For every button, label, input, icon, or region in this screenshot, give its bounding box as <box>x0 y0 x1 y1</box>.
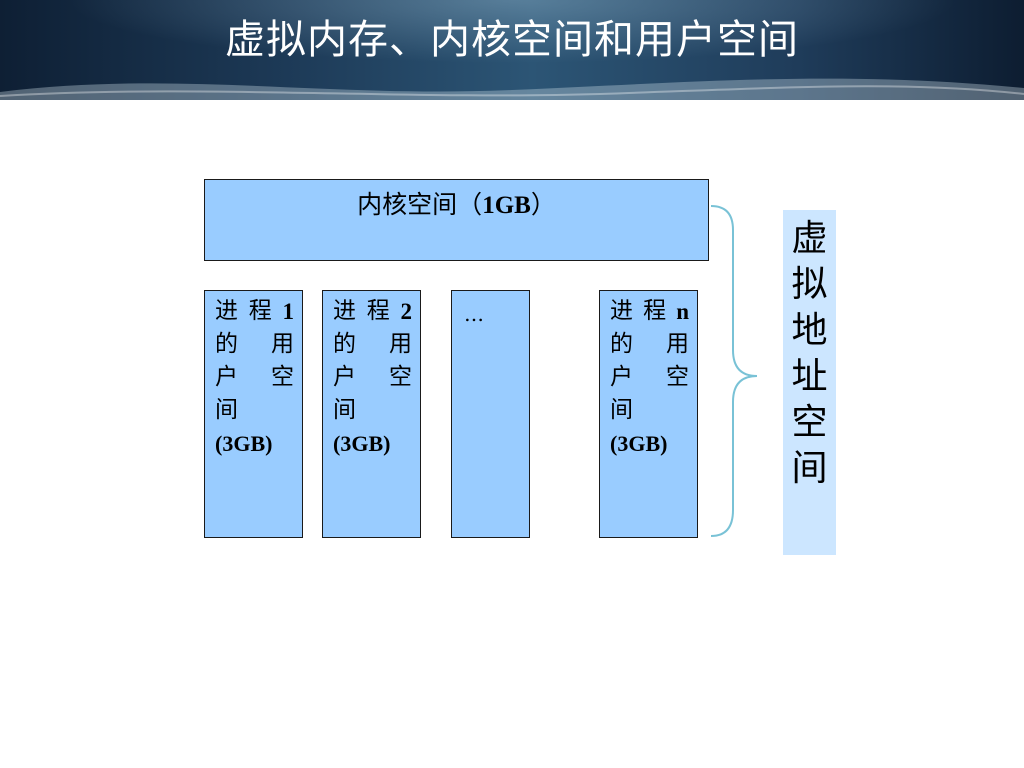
kernel-space-close: ） <box>530 190 556 219</box>
process-n-line-1: 进 程 n <box>610 295 689 328</box>
process-n-char: 进 <box>610 298 633 324</box>
title-banner: 虚拟内存、内核空间和用户空间 <box>0 0 1024 100</box>
ellipsis-label: … <box>464 302 484 326</box>
process-2-char: 程 <box>366 298 390 324</box>
process-2-line-1: 进 程 2 <box>333 295 412 328</box>
kernel-space-size: 1GB <box>482 192 531 219</box>
process-n-char: 户 <box>610 364 633 390</box>
process-n-char: 的 <box>610 331 633 357</box>
process-n-line-2: 的 用 <box>610 328 689 361</box>
process-1-line-2: 的 用 <box>215 328 294 361</box>
curly-brace-icon <box>710 205 758 537</box>
process-1-size: (3GB) <box>215 431 273 456</box>
vas-char: 地 <box>791 310 828 351</box>
process-1-char: 空 <box>271 364 294 390</box>
title-banner-glow <box>0 0 1024 100</box>
process-2-number: 2 <box>400 299 413 324</box>
process-2-user-space-box: 进 程 2 的 用 户 空 间 (3GB) <box>322 290 421 538</box>
process-n-line-4: 间 <box>610 394 689 427</box>
process-2-char: 用 <box>389 331 412 357</box>
process-n-char: 空 <box>666 364 689 390</box>
process-n-user-space-box: 进 程 n 的 用 户 空 间 (3GB) <box>599 290 698 538</box>
process-1-number: 1 <box>282 299 295 324</box>
process-n-size: (3GB) <box>610 431 668 456</box>
process-1-char: 的 <box>215 331 238 357</box>
more-processes-box: … <box>451 290 530 538</box>
process-2-char: 进 <box>333 298 356 324</box>
process-1-char: 程 <box>248 298 272 324</box>
process-n-char: 程 <box>643 298 667 324</box>
process-n-line-3: 户 空 <box>610 361 689 394</box>
process-1-user-space-box: 进 程 1 的 用 户 空 间 (3GB) <box>204 290 303 538</box>
process-2-char: 户 <box>333 364 356 390</box>
process-1-char: 用 <box>271 331 294 357</box>
kernel-space-label: 内核空间（ <box>357 190 483 219</box>
page-title: 虚拟内存、内核空间和用户空间 <box>225 17 799 63</box>
process-2-char: 空 <box>389 364 412 390</box>
vas-char: 拟 <box>791 264 828 305</box>
vas-char: 空 <box>791 402 828 443</box>
process-1-char: 间 <box>215 397 238 423</box>
title-banner-wave <box>0 78 1024 100</box>
vas-char: 虚 <box>791 218 828 259</box>
process-2-char: 的 <box>333 331 356 357</box>
process-1-line-3: 户 空 <box>215 361 294 394</box>
process-2-size: (3GB) <box>333 431 391 456</box>
process-n-char: 用 <box>666 331 689 357</box>
vas-char: 址 <box>791 356 828 397</box>
process-1-char: 进 <box>215 298 238 324</box>
process-n-number: n <box>676 299 689 324</box>
process-2-line-4: 间 <box>333 394 412 427</box>
virtual-address-space-label: 虚 拟 地 址 空 间 <box>783 210 836 555</box>
process-2-char: 间 <box>333 397 356 423</box>
vas-char: 间 <box>791 448 828 489</box>
process-1-line-4: 间 <box>215 394 294 427</box>
process-1-char: 户 <box>215 364 238 390</box>
process-1-line-1: 进 程 1 <box>215 295 294 328</box>
process-2-line-2: 的 用 <box>333 328 412 361</box>
process-n-char: 间 <box>610 397 633 423</box>
kernel-space-box: 内核空间（1GB） <box>204 179 709 261</box>
process-2-line-3: 户 空 <box>333 361 412 394</box>
